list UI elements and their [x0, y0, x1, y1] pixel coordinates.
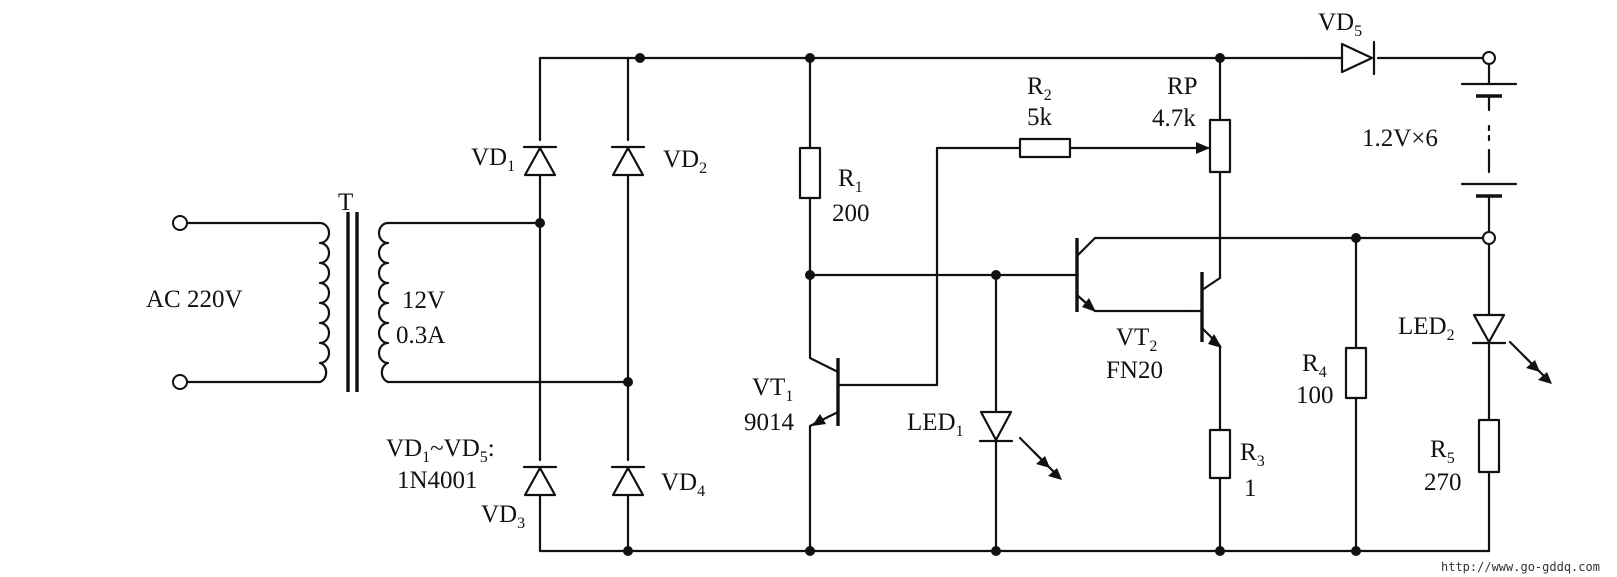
vd3-label: VD3	[481, 501, 525, 532]
led-led2	[1471, 313, 1552, 384]
r2-value: 5k	[1027, 104, 1053, 131]
vd4-label: VD4	[661, 469, 705, 500]
resistor-r1	[798, 146, 822, 200]
vt1-label: VT1	[752, 374, 793, 405]
junction-dot	[635, 53, 645, 63]
led2-label: LED2	[1398, 313, 1455, 344]
r5-label: R5	[1430, 436, 1455, 467]
vd5-label: VD5	[1318, 9, 1362, 40]
rp-value: 4.7k	[1152, 105, 1196, 132]
r4-label: R4	[1302, 350, 1327, 381]
input-label: AC 220V	[146, 286, 243, 313]
ac-terminal-bottom	[172, 374, 188, 390]
transformer-current-label: 0.3A	[396, 322, 445, 349]
transformer-symbol	[318, 212, 390, 392]
battery-terminal-top	[1482, 51, 1496, 65]
darlington-input-transistor	[1075, 238, 1096, 312]
junction-dot	[535, 218, 545, 228]
diode-vd4	[610, 465, 646, 497]
r3-value: 1	[1244, 475, 1257, 502]
resistor-r5	[1477, 418, 1501, 474]
diode-vd5	[1310, 40, 1376, 76]
potentiometer-rp	[1196, 118, 1232, 174]
r4-value: 100	[1296, 382, 1334, 409]
battery-label: 1.2V×6	[1362, 125, 1438, 152]
transformer-label: T	[338, 189, 353, 216]
battery-symbol	[1460, 82, 1518, 198]
resistor-r3	[1208, 428, 1232, 480]
junction-dot	[1215, 546, 1225, 556]
r5-value: 270	[1424, 469, 1462, 496]
transistor-vt2	[1183, 272, 1222, 348]
junction-dot	[805, 53, 815, 63]
diode-model-label: 1N4001	[397, 467, 478, 494]
junction-dot	[623, 377, 633, 387]
transistor-vt1	[812, 358, 840, 426]
battery-terminal-bottom	[1482, 231, 1496, 245]
r2-label: R2	[1027, 73, 1052, 104]
junction-dot	[991, 270, 1001, 280]
r1-label: R1	[838, 165, 863, 196]
vd2-label: VD2	[663, 146, 707, 177]
resistor-r4	[1344, 346, 1368, 400]
r1-value: 200	[832, 200, 870, 227]
led-led1	[978, 410, 1062, 480]
junction-dot	[1215, 53, 1225, 63]
diode-vd3	[522, 465, 558, 497]
junction-dot	[623, 546, 633, 556]
diode-vd1	[522, 145, 558, 177]
junction-dot	[805, 270, 815, 280]
junction-dot	[1351, 546, 1361, 556]
junction-dot	[805, 546, 815, 556]
diode-vd2	[610, 145, 646, 177]
watermark-text: http://www.go-gddq.com	[1441, 560, 1600, 574]
transformer-voltage-label: 12V	[402, 287, 445, 314]
rp-label: RP	[1167, 73, 1198, 100]
r3-label: R3	[1240, 439, 1265, 470]
led1-label: LED1	[907, 409, 964, 440]
ac-terminal-top	[172, 215, 188, 231]
resistor-r2	[1018, 137, 1072, 159]
vt2-label: VT2	[1116, 324, 1157, 355]
junction-dot	[991, 546, 1001, 556]
vd1-label: VD1	[471, 144, 515, 175]
diode-note-label: VD1~VD5:	[386, 435, 495, 466]
vt2-model: FN20	[1106, 357, 1163, 384]
junction-dots	[535, 53, 1361, 556]
vt1-model: 9014	[744, 409, 795, 436]
junction-dot	[1351, 233, 1361, 243]
